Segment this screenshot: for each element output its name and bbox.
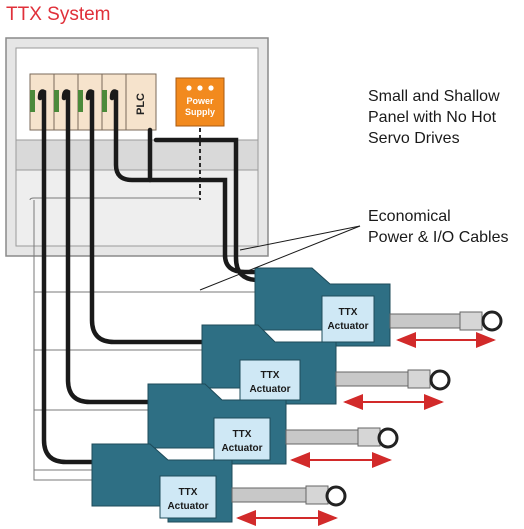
actuator-2-label-line2: Actuator (221, 443, 262, 454)
actuator-2-label-line1: TTX (233, 429, 252, 440)
actuator-1: TTX Actuator (91, 443, 347, 526)
cables (37, 89, 261, 465)
actuator-3-label-line2: Actuator (249, 384, 290, 395)
diagram-title: TTX System (6, 4, 111, 25)
actuator-4-label-line2: Actuator (327, 321, 368, 332)
cable-note: Economical Power & I/O Cables (368, 206, 509, 248)
power-supply: Power Supply (175, 77, 225, 127)
actuator-4: TTX Actuator (254, 267, 503, 348)
annotation-leader-lines (199, 225, 361, 291)
panel-note-line-3: Servo Drives (368, 130, 460, 147)
cable-tray-lines (29, 197, 255, 481)
actuator-1-label-line1: TTX (179, 487, 198, 498)
actuator-3-label-line1: TTX (261, 370, 280, 381)
actuator-2: TTX Actuator (147, 383, 399, 468)
panel-note: Small and Shallow Panel with No Hot Serv… (368, 86, 500, 149)
cable-note-line-1: Economical (368, 208, 451, 225)
actuator-4-label-line1: TTX (339, 307, 358, 318)
power-supply-label-line1: Power (186, 96, 214, 106)
panel-note-line-1: Small and Shallow (368, 88, 500, 105)
power-supply-label-line2: Supply (185, 107, 215, 117)
actuator-3: TTX Actuator (201, 324, 451, 410)
plc-label: PLC (135, 93, 147, 115)
cable-note-line-2: Power & I/O Cables (368, 229, 509, 246)
panel-note-line-2: Panel with No Hot (368, 109, 497, 126)
actuator-1-label-line2: Actuator (167, 501, 208, 512)
